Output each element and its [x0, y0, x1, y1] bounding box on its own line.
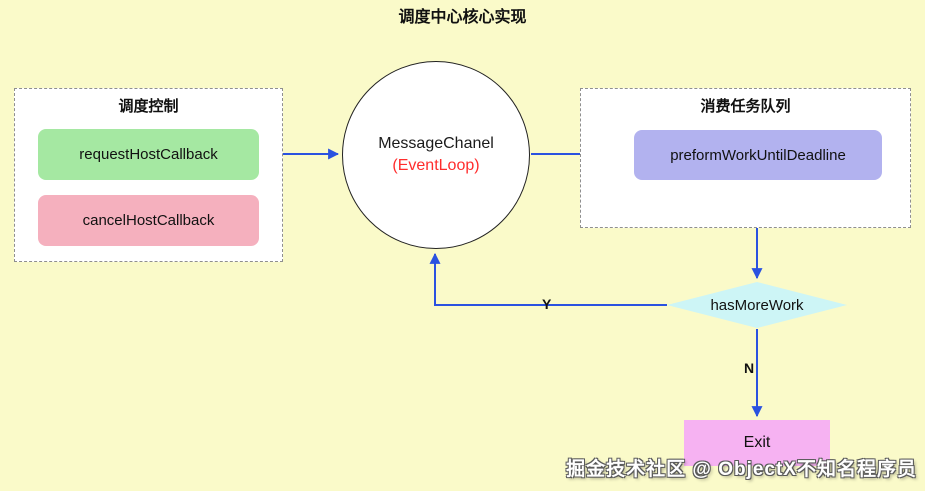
node-message-channel: MessageChanel (EventLoop)	[342, 61, 530, 249]
edge-label-no: N	[744, 360, 755, 376]
node-request-host-callback: requestHostCallback	[38, 129, 259, 180]
edge-label-yes: Y	[542, 296, 552, 312]
event-loop-label: (EventLoop)	[392, 157, 480, 174]
group-scheduling-control: 调度控制 requestHostCallback cancelHostCallb…	[14, 88, 283, 262]
node-exit: Exit	[684, 420, 830, 466]
node-cancel-host-callback: cancelHostCallback	[38, 195, 259, 246]
group-scheduling-control-label: 调度控制	[118, 98, 179, 115]
diagram-title: 调度中心核心实现	[398, 9, 527, 26]
watermark-text: 掘金技术社区 @ ObjectX不知名程序员	[566, 459, 917, 480]
group-consume-task-queue: 消费任务队列 preformWorkUntilDeadline	[580, 88, 911, 228]
group-consume-task-queue-label: 消费任务队列	[700, 98, 791, 115]
message-channel-label: MessageChanel	[378, 135, 494, 153]
decision-has-more-work: hasMoreWork	[667, 282, 847, 328]
node-perform-work-until-deadline: preformWorkUntilDeadline	[634, 130, 882, 180]
